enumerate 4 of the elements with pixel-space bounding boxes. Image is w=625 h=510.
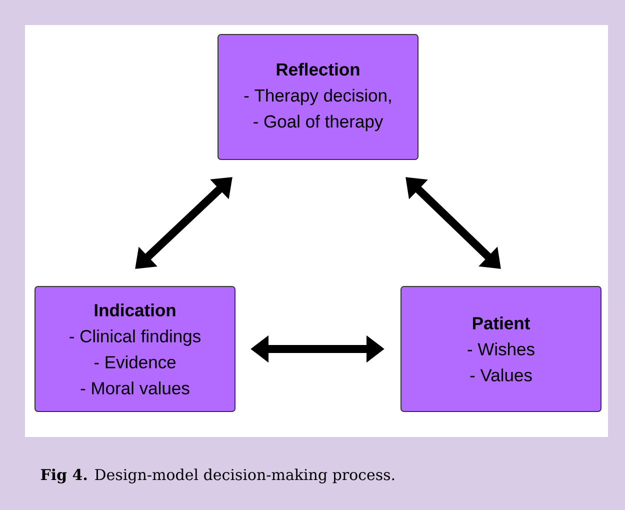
process-box: Patient - Wishes - Values [400, 286, 602, 412]
process-box: Reflection - Therapy decision, - Goal of therapy [218, 34, 418, 160]
caption: Fig 4. Design-model decision-making process. [40, 468, 394, 484]
process-box: Indication - Clinical findings - Evidence - Moral values [34, 286, 236, 412]
